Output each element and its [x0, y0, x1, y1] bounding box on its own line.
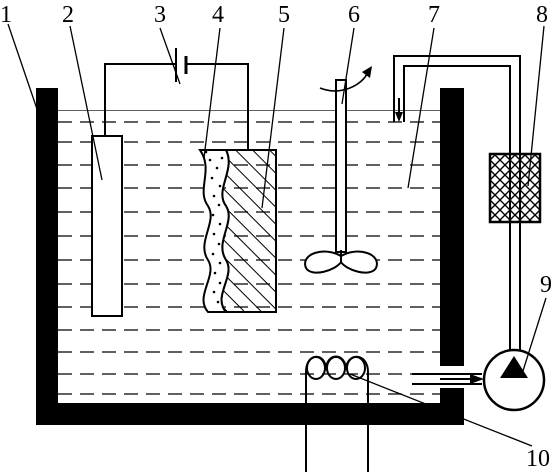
tank-right-wall [440, 88, 464, 366]
leader-5 [261, 27, 285, 209]
leader-7 [407, 27, 435, 189]
leader-2 [69, 25, 103, 181]
stirrer [304, 79, 378, 274]
label-8: 8 [536, 2, 548, 28]
tank-right-wall-lower [440, 388, 464, 425]
leader-10 [349, 373, 533, 447]
tank-bottom-wall [36, 403, 464, 425]
label-9: 9 [540, 272, 552, 298]
leader-1 [7, 23, 39, 113]
label-3: 3 [154, 2, 166, 28]
leader-4 [203, 27, 221, 159]
label-7: 7 [428, 2, 440, 28]
pump [482, 348, 546, 412]
leader-6 [341, 27, 355, 105]
pump-direction-icon [500, 356, 528, 378]
dc-power-circuit [104, 48, 249, 150]
part-labels: 1 2 3 4 5 6 7 8 9 10 [0, 2, 552, 472]
label-1: 1 [0, 2, 12, 28]
anode-plate [91, 135, 123, 317]
label-10: 10 [526, 446, 550, 472]
label-2: 2 [62, 2, 74, 28]
leader-9 [521, 297, 547, 375]
plating-layer [198, 149, 230, 313]
leader-3 [159, 27, 181, 85]
label-6: 6 [348, 2, 360, 28]
leader-8 [527, 25, 545, 187]
tank-left-wall [36, 88, 58, 425]
rotation-arrow-head [362, 66, 372, 78]
label-5: 5 [278, 2, 290, 28]
plating-tank [36, 88, 464, 425]
heater-coil [305, 355, 369, 472]
tank-outlet-pipe [412, 373, 482, 385]
inflow-arrow-head [395, 112, 403, 122]
rotation-arrow-icon [319, 71, 369, 92]
label-4: 4 [212, 2, 224, 28]
stirrer-shaft [335, 79, 347, 253]
leader-lines [7, 23, 547, 447]
outflow-arrow-head [470, 374, 484, 384]
cathode-workpiece [220, 149, 277, 313]
filter [488, 152, 542, 224]
